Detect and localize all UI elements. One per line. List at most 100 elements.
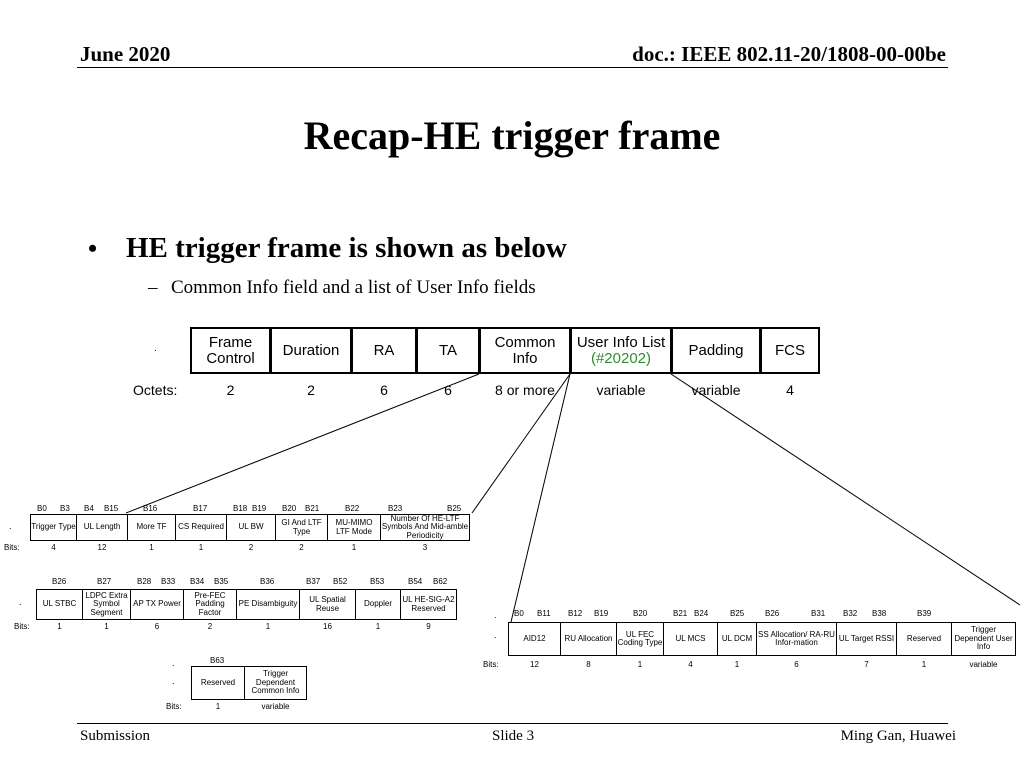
ui-field-ul-target-rssi: UL Target RSSI xyxy=(836,622,897,656)
bits-value: 6 xyxy=(794,660,799,669)
bit-label: B37 xyxy=(306,577,321,586)
bit-label: B12 xyxy=(568,609,583,618)
bit-label: B19 xyxy=(594,609,609,618)
ci-field-mu-mimo-ltf-mode: MU-MIMO LTF Mode xyxy=(327,514,381,541)
bit-label: B26 xyxy=(52,577,67,586)
bits-value: 12 xyxy=(530,660,539,669)
bit-label: B25 xyxy=(447,504,462,513)
bit-label: B33 xyxy=(161,577,176,586)
ci-field-more-tf: More TF xyxy=(127,514,176,541)
bit-label: B21 xyxy=(673,609,688,618)
bit-label: B25 xyxy=(730,609,745,618)
row-marker: . xyxy=(172,658,175,668)
ci-field-pre-fec-padding: Pre-FEC Padding Factor xyxy=(183,589,237,620)
bits-value: 1 xyxy=(637,660,643,669)
bits-value: 1 xyxy=(734,660,740,669)
bits-value: 1 xyxy=(104,622,109,631)
bit-label: B62 xyxy=(433,577,448,586)
footer-author: Ming Gan, Huawei xyxy=(840,728,956,744)
field-common-info: Common Info xyxy=(479,327,571,374)
bits-label: Bits: xyxy=(4,543,20,552)
bits-value: 4 xyxy=(688,660,693,669)
ci-field-ul-he-sig-a2: UL HE-SIG-A2 Reserved xyxy=(400,589,457,620)
octet-value: variable xyxy=(691,382,741,398)
bullet-text: HE trigger frame is shown as below xyxy=(126,232,567,264)
ci-field-gi-ltf-type: GI And LTF Type xyxy=(275,514,328,541)
field-ta: TA xyxy=(416,327,480,374)
sub-bullet-text: Common Info field and a list of User Inf… xyxy=(171,277,536,298)
bit-label: B28 xyxy=(137,577,152,586)
bit-label: B54 xyxy=(408,577,423,586)
ci-field-he-ltf-symbols: Number Of HE-LTF Symbols And Mid-amble P… xyxy=(380,513,470,541)
bits-value: 2 xyxy=(299,543,304,552)
bits-value: 16 xyxy=(323,622,332,631)
slide-title: Recap-HE trigger frame xyxy=(303,113,721,158)
field-ra: RA xyxy=(351,327,417,374)
bits-value: variable xyxy=(261,702,290,711)
octet-value: 2 xyxy=(307,382,315,398)
bit-label: B23 xyxy=(388,504,403,513)
bits-label: Bits: xyxy=(166,702,182,711)
bit-label: B21 xyxy=(305,504,320,513)
bit-label: B26 xyxy=(765,609,780,618)
octet-value: 4 xyxy=(786,382,794,398)
bit-label: B53 xyxy=(370,577,385,586)
bit-label: B36 xyxy=(260,577,275,586)
octet-value: 6 xyxy=(380,382,388,398)
field-user-info-list: User Info List (#20202) xyxy=(570,327,672,374)
octets-label: Octets: xyxy=(133,382,178,398)
bit-label: B0 xyxy=(37,504,47,513)
bits-value: 1 xyxy=(57,622,62,631)
ui-field-ul-fec-coding: UL FEC Coding Type xyxy=(616,622,664,656)
bits-value: variable xyxy=(969,660,998,669)
bits-value: 12 xyxy=(97,543,107,552)
ci-field-trigger-dependent-common: Trigger Dependent Common Info xyxy=(244,666,307,700)
bit-label: B11 xyxy=(537,609,551,618)
ui-field-trigger-dependent-user: Trigger Dependent User Info xyxy=(951,622,1016,656)
row-marker: . xyxy=(494,610,497,620)
bit-label: B19 xyxy=(252,504,267,513)
ci-field-ap-tx-power: AP TX Power xyxy=(130,589,184,620)
bit-label: B0 xyxy=(514,609,524,618)
bits-value: 1 xyxy=(921,660,927,669)
octet-value: variable xyxy=(596,382,646,398)
bit-label: B22 xyxy=(345,504,360,513)
header-date: June 2020 xyxy=(80,42,171,66)
bit-label: B32 xyxy=(843,609,858,618)
bit-label: B39 xyxy=(917,609,932,618)
bit-label: B52 xyxy=(333,577,348,586)
footer-slide-number: Slide 3 xyxy=(492,728,535,744)
ui-field-ul-dcm: UL DCM xyxy=(717,622,757,656)
bit-label: B34 xyxy=(190,577,205,586)
bits-value: 1 xyxy=(265,622,271,631)
row-marker: . xyxy=(494,630,497,640)
bit-label: B20 xyxy=(282,504,297,513)
bits-value: 1 xyxy=(149,543,154,552)
bit-label: B35 xyxy=(214,577,229,586)
octet-value: 6 xyxy=(444,382,452,398)
ci-field-ldpc-extra: LDPC Extra Symbol Segment xyxy=(82,589,131,620)
ci-field-ul-bw: UL BW xyxy=(226,514,276,541)
ui-field-ul-mcs: UL MCS xyxy=(663,622,718,656)
bit-label: B15 xyxy=(104,504,119,513)
sub-bullet-dash: – xyxy=(148,277,158,298)
bit-label: B18 xyxy=(233,504,248,513)
ci-field-ul-stbc: UL STBC xyxy=(36,589,83,620)
field-frame-control: Frame Control xyxy=(190,327,271,374)
bit-label: B3 xyxy=(60,504,70,513)
bit-label: B16 xyxy=(143,504,158,513)
bits-value: 1 xyxy=(215,702,221,711)
bits-value: 2 xyxy=(207,622,213,631)
row-marker: . xyxy=(172,676,175,686)
octet-value: 8 or more xyxy=(495,382,555,398)
ui-field-aid12: AID12 xyxy=(508,622,561,656)
ci-field-trigger-type: Trigger Type xyxy=(30,514,77,541)
ui-field-ru-allocation: RU Allocation xyxy=(560,622,617,656)
bit-label: B4 xyxy=(84,504,94,513)
header-rule xyxy=(77,67,948,68)
bit-label: B31 xyxy=(811,609,826,618)
ci-field-ul-length: UL Length xyxy=(76,514,128,541)
bit-label: B20 xyxy=(633,609,648,618)
ci-field-ul-spatial-reuse: UL Spatial Reuse xyxy=(299,589,356,620)
bits-label: Bits: xyxy=(483,660,499,669)
